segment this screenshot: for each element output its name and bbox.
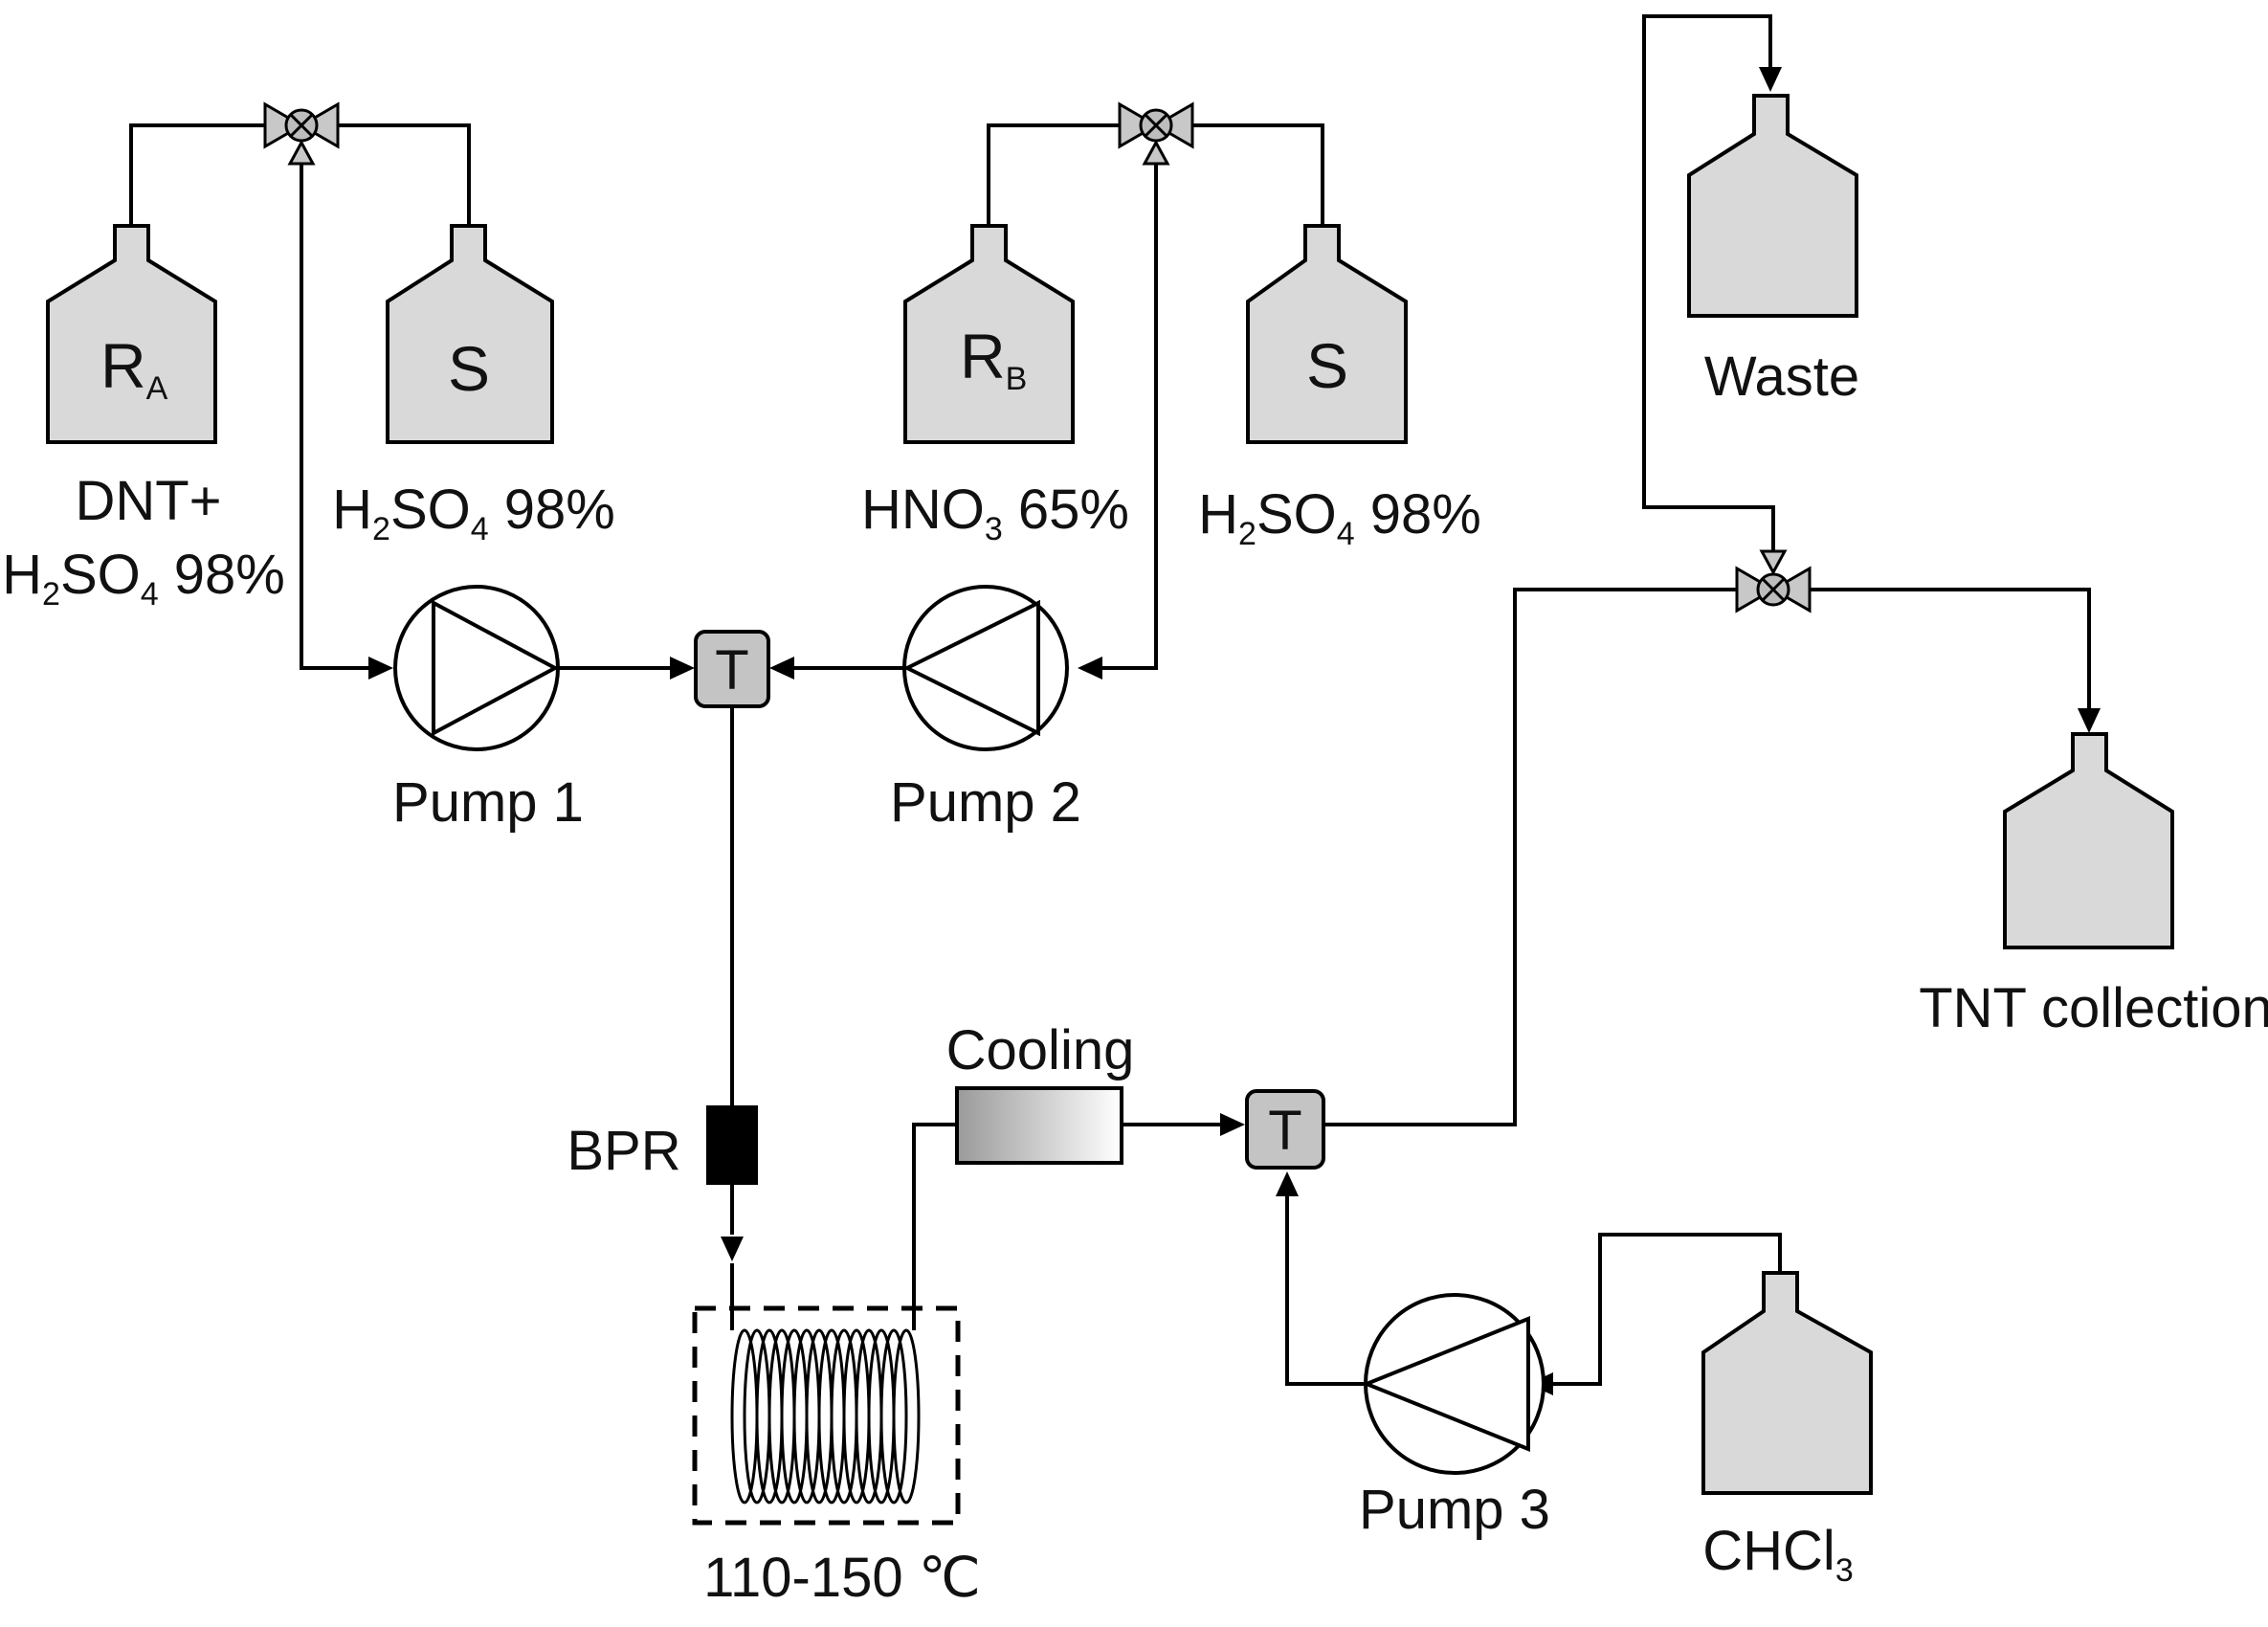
tee-junction-1: T bbox=[694, 630, 770, 708]
line-valve3-tnt bbox=[1807, 588, 2091, 708]
label-waste: Waste bbox=[1704, 345, 1859, 408]
bottle-waste bbox=[1687, 94, 1858, 318]
label-pump-1: Pump 1 bbox=[392, 771, 584, 834]
tubing bbox=[129, 14, 2091, 1386]
line-valve1-ra bbox=[129, 123, 268, 226]
arrow-into-tee2-bottom bbox=[1276, 1171, 1299, 1196]
cooling-unit bbox=[955, 1086, 1123, 1165]
arrow-into-tee2-left bbox=[1220, 1113, 1245, 1136]
label-s1-acid: H2SO4 98% bbox=[332, 479, 615, 547]
arrow-into-pump2 bbox=[1078, 657, 1102, 680]
reactor-coil bbox=[692, 1305, 961, 1526]
arrow-into-tnt bbox=[2078, 708, 2101, 733]
bottle-rb bbox=[903, 224, 1075, 444]
svg-text:T: T bbox=[715, 639, 748, 702]
bottle-tnt-collection bbox=[2003, 732, 2174, 949]
label-cooling: Cooling bbox=[946, 1019, 1135, 1081]
arrow-into-tee-left bbox=[670, 657, 695, 680]
arrow-into-waste bbox=[1759, 67, 1782, 92]
arrow-into-pump1 bbox=[368, 657, 393, 680]
line-chcl3-pump3 bbox=[1553, 1233, 1782, 1386]
label-ra-acid: H2SO4 98% bbox=[2, 544, 285, 613]
bottle-s1 bbox=[386, 224, 554, 444]
line-pump3-tee2 bbox=[1285, 1196, 1364, 1386]
svg-text:T: T bbox=[1268, 1100, 1301, 1162]
tee-junction-2: T bbox=[1245, 1089, 1325, 1170]
pump-2[interactable] bbox=[902, 585, 1069, 751]
arrowheads bbox=[368, 67, 2101, 1395]
bottle-rb-letter: RB bbox=[960, 321, 1027, 397]
arrow-into-tee-right bbox=[769, 657, 794, 680]
valve-2[interactable] bbox=[1118, 101, 1194, 166]
label-s2-acid: H2SO4 98% bbox=[1198, 483, 1481, 552]
line-valve1-s1 bbox=[335, 123, 471, 226]
label-pump-3: Pump 3 bbox=[1359, 1479, 1550, 1541]
label-temperature: 110-150 ℃ bbox=[703, 1547, 981, 1609]
line-valve1-pump1 bbox=[300, 163, 368, 670]
bottle-ra bbox=[46, 224, 217, 444]
valve-1[interactable] bbox=[263, 101, 340, 166]
label-chcl3: CHCl3 bbox=[1702, 1520, 1853, 1589]
label-pump-2: Pump 2 bbox=[890, 771, 1081, 834]
bottle-s2 bbox=[1246, 224, 1408, 444]
pump-1[interactable] bbox=[393, 585, 560, 751]
valve-3[interactable] bbox=[1735, 549, 1812, 613]
line-tee2-valve3 bbox=[1325, 588, 1740, 1126]
bottle-chcl3 bbox=[1701, 1271, 1873, 1495]
label-bpr: BPR bbox=[567, 1120, 680, 1182]
label-rb-acid: HNO3 65% bbox=[861, 479, 1129, 547]
bpr-block bbox=[706, 1105, 758, 1185]
bottle-s1-letter: S bbox=[448, 333, 490, 404]
arrow-into-coil bbox=[721, 1237, 744, 1261]
label-tnt-collection: TNT collection bbox=[1919, 977, 2268, 1039]
line-valve2-rb bbox=[987, 123, 1123, 226]
line-valve2-pump2 bbox=[1102, 163, 1158, 670]
bottle-s2-letter: S bbox=[1306, 330, 1348, 401]
line-valve3-waste bbox=[1642, 14, 1775, 555]
line-valve2-s2 bbox=[1190, 123, 1324, 226]
pump-3[interactable] bbox=[1361, 1293, 1545, 1475]
bottle-ra-letter: RA bbox=[100, 330, 168, 407]
line-coil-cooling bbox=[912, 1123, 957, 1330]
label-dnt: DNT+ bbox=[75, 470, 221, 532]
